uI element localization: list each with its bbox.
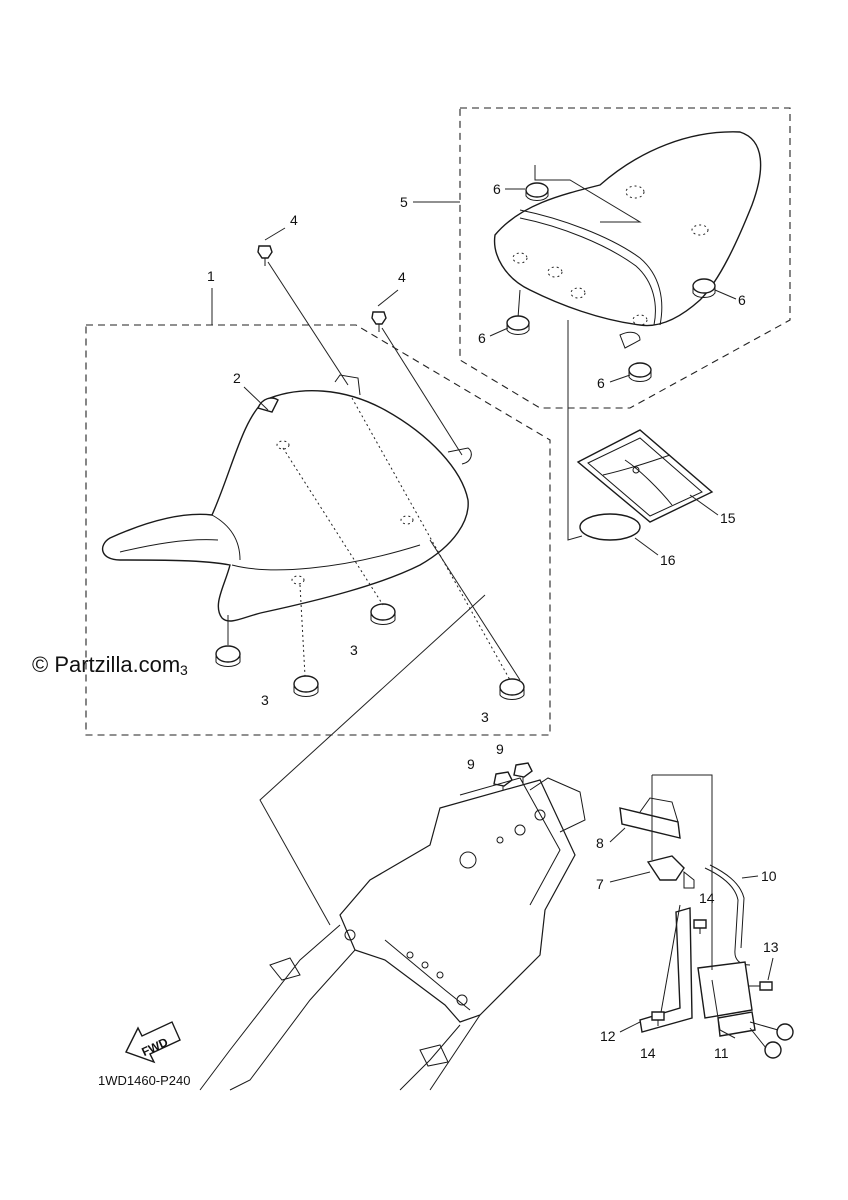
seat-lock-hook[interactable]: [646, 855, 695, 889]
callout-6: 6: [493, 181, 501, 197]
rear-frame: [199, 777, 586, 1091]
lock-screw[interactable]: [651, 1011, 665, 1026]
rear-seat-damper[interactable]: [525, 182, 549, 201]
passenger-seat[interactable]: [493, 131, 762, 349]
callout-10: 10: [761, 868, 777, 884]
diagram-code: 1WD1460-P240: [98, 1073, 191, 1088]
callout-11: 11: [714, 1045, 729, 1061]
o-ring[interactable]: [579, 513, 641, 541]
front-seat-damper[interactable]: [370, 603, 396, 625]
rear-seat-damper[interactable]: [692, 278, 716, 298]
front-seat-damper[interactable]: [293, 675, 319, 697]
seat-cover[interactable]: [576, 429, 714, 523]
callout-1: 1: [207, 268, 215, 284]
callout-8: 8: [596, 835, 604, 851]
callout-3: 3: [481, 709, 489, 725]
callout-16: 16: [660, 552, 676, 568]
rider-seat-group-outline: [85, 324, 551, 736]
callout-6: 6: [478, 330, 486, 346]
callout-5: 5: [400, 194, 408, 210]
watermark: © Partzilla.com: [32, 652, 180, 677]
rider-seat[interactable]: [101, 374, 472, 622]
lock-screw[interactable]: [693, 919, 707, 934]
callout-6: 6: [738, 292, 746, 308]
rear-seat-damper[interactable]: [628, 362, 652, 382]
callout-15: 15: [720, 510, 736, 526]
callout-3: 3: [180, 662, 188, 678]
callout-2: 2: [233, 370, 241, 386]
seat-bolt[interactable]: [257, 245, 273, 266]
callout-9: 9: [496, 741, 504, 757]
seat-lock-bracket[interactable]: [619, 797, 681, 839]
callout-4: 4: [398, 269, 406, 285]
front-seat-damper[interactable]: [215, 645, 241, 667]
lock-mount-plate[interactable]: [639, 904, 693, 1033]
rear-seat-damper[interactable]: [506, 315, 530, 335]
callout-9: 9: [467, 756, 475, 772]
flange-nut[interactable]: [513, 762, 533, 778]
flange-nut[interactable]: [493, 771, 513, 787]
callout-4: 4: [290, 212, 298, 228]
seat-bolt[interactable]: [371, 311, 387, 332]
callout-14: 14: [640, 1045, 656, 1061]
callout-3: 3: [350, 642, 358, 658]
front-seat-damper[interactable]: [499, 678, 525, 700]
forward-arrow-icon: [125, 1021, 181, 1064]
callout-12: 12: [600, 1028, 616, 1044]
callout-14: 14: [699, 890, 715, 906]
seat-lock-assembly[interactable]: [697, 961, 794, 1059]
callout-6: 6: [597, 375, 605, 391]
callout-3: 3: [261, 692, 269, 708]
callout-7: 7: [596, 876, 604, 892]
lock-bolt[interactable]: [748, 981, 773, 991]
callout-13: 13: [763, 939, 779, 955]
passenger-seat-group-outline: [459, 107, 791, 409]
